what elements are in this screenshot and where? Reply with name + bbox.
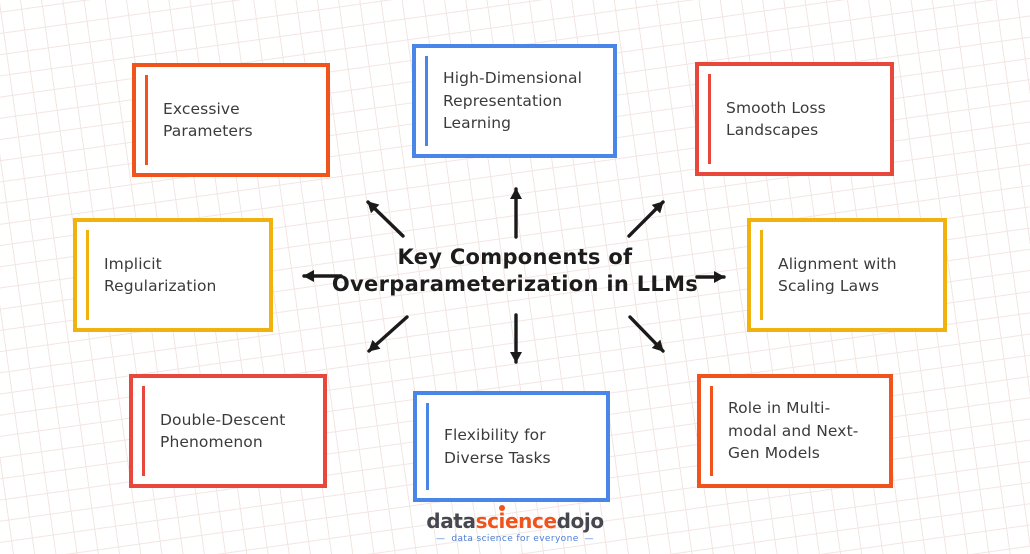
central-title-line2: Overparameterization in LLMs <box>331 272 699 297</box>
topic-label: Excessive Parameters <box>163 99 253 140</box>
tagline-text: data science for everyone <box>451 534 579 544</box>
topic-box-implicit-regularization: Implicit Regularization <box>73 218 273 332</box>
accent-line <box>760 230 763 320</box>
accent-line <box>710 386 713 476</box>
topic-label: Role in Multi-modal and Next-Gen Models <box>728 399 859 463</box>
topic-box-smooth-loss-landscapes: Smooth Loss Landscapes <box>695 62 894 176</box>
tagline-dash-right: — <box>584 534 595 544</box>
logo-text-dojo: dojo <box>556 509 604 533</box>
logo-text-data: data <box>426 509 476 533</box>
topic-box-alignment-with-scaling-laws: Alignment with Scaling Laws <box>747 218 947 332</box>
accent-line <box>145 75 148 165</box>
topic-box-role-in-multimodal-next-gen-models: Role in Multi-modal and Next-Gen Models <box>697 374 893 488</box>
topic-box-high-dimensional-representation-learning: High-Dimensional Representation Learning <box>412 44 617 158</box>
topic-box-excessive-parameters: Excessive Parameters <box>132 63 330 177</box>
accent-line <box>86 230 89 320</box>
topic-label: Flexibility for Diverse Tasks <box>444 426 551 467</box>
accent-line <box>142 386 145 476</box>
accent-line <box>425 56 428 146</box>
topic-label: High-Dimensional Representation Learning <box>443 69 583 133</box>
topic-label: Implicit Regularization <box>104 254 217 295</box>
topic-box-flexibility-for-diverse-tasks: Flexibility for Diverse Tasks <box>413 391 610 502</box>
accent-line <box>708 74 711 164</box>
topic-label: Double-Descent Phenomenon <box>160 410 286 451</box>
topic-label: Alignment with Scaling Laws <box>778 254 897 295</box>
central-title-line1: Key Components of <box>397 245 633 269</box>
logo-tagline: — data science for everyone — <box>436 534 594 544</box>
tagline-dash-left: — <box>435 534 446 544</box>
logo-i-dot-icon <box>498 505 505 511</box>
topic-label: Smooth Loss Landscapes <box>726 98 826 139</box>
accent-line <box>426 403 429 490</box>
topic-box-double-descent-phenomenon: Double-Descent Phenomenon <box>129 374 327 488</box>
central-title: Key Components of Overparameterization i… <box>282 244 748 299</box>
logo-text-science: science <box>476 505 557 533</box>
